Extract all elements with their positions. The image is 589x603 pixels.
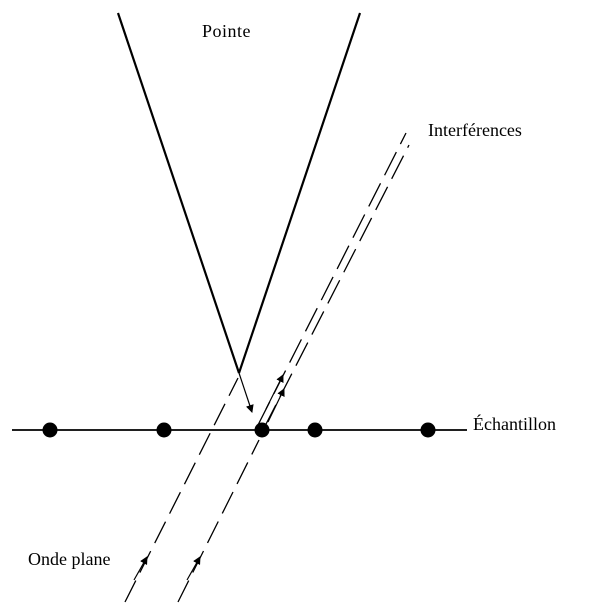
atoms — [42, 422, 436, 438]
tip-shape — [116, 12, 362, 374]
interference-rays — [257, 132, 410, 429]
interferences-label: Interférences — [428, 120, 522, 140]
atom — [307, 422, 323, 438]
tip-left-edge — [116, 12, 241, 374]
atom — [42, 422, 58, 438]
atom — [254, 422, 270, 438]
sample-label: Échantillon — [473, 414, 556, 434]
interf-ray-right — [263, 144, 410, 429]
arrow-up-left-icon — [133, 556, 148, 581]
tip-right-edge — [237, 12, 362, 374]
wave-ray-left — [124, 377, 239, 603]
atom — [420, 422, 436, 438]
plane-wave-label: Onde plane — [28, 549, 111, 569]
arrow-tip-to-atom-icon — [238, 372, 254, 413]
arrows — [133, 372, 285, 581]
arrow-interf-1-icon — [265, 374, 284, 410]
arrow-interf-2-icon — [267, 388, 285, 423]
wave-ray-right — [177, 439, 260, 603]
arrow-up-right-icon — [186, 556, 201, 581]
tip-label: Pointe — [202, 21, 252, 41]
plane-wave-rays — [124, 377, 260, 603]
atom — [156, 422, 172, 438]
